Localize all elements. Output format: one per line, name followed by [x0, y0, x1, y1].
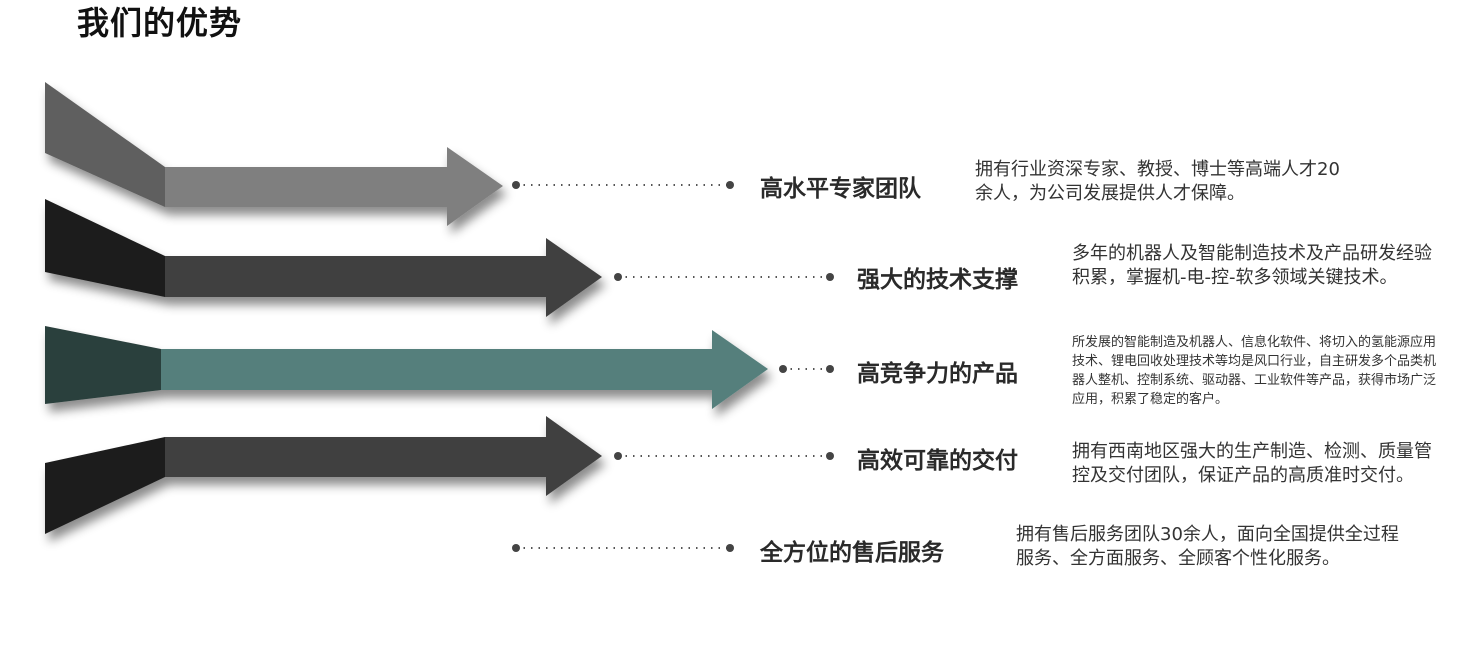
item-description-4: 拥有西南地区强大的生产制造、检测、质量管控及交付团队，保证产品的高质准时交付。	[1072, 441, 1432, 486]
item-title-4: 高效可靠的交付	[857, 448, 1018, 474]
item-description-1: 拥有行业资深专家、教授、博士等高端人才20余人，为公司发展提供人才保障。	[975, 159, 1340, 204]
item-title-3: 高竞争力的产品	[857, 361, 1018, 387]
arrow-4-wedge	[45, 437, 165, 534]
arrow-4	[45, 416, 602, 534]
arrow-3-wedge	[45, 326, 161, 404]
arrow-2-wedge	[45, 199, 165, 297]
arrow-1-body	[165, 147, 503, 226]
arrow-2	[45, 199, 602, 317]
item-description-3: 所发展的智能制造及机器人、信息化软件、将切入的氢能源应用技术、锂电回收处理技术等…	[1072, 335, 1437, 407]
arrow-2-body	[165, 238, 602, 317]
arrow-3-body	[161, 330, 768, 409]
item-title-2: 强大的技术支撑	[857, 267, 1018, 293]
arrow-1	[45, 82, 503, 226]
page-title: 我们的优势	[77, 4, 243, 42]
item-title-1: 高水平专家团队	[760, 176, 921, 202]
arrow-1-wedge	[45, 82, 165, 207]
arrow-4-body	[165, 416, 602, 496]
item-title-5: 全方位的售后服务	[760, 540, 944, 566]
connector-lines	[512, 181, 834, 552]
arrow-3	[45, 326, 768, 409]
item-description-2: 多年的机器人及智能制造技术及产品研发经验积累，掌握机-电-控-软多领域关键技术。	[1072, 243, 1432, 288]
item-description-5: 拥有售后服务团队30余人，面向全国提供全过程服务、全方面服务、全顾客个性化服务。	[1016, 524, 1399, 569]
